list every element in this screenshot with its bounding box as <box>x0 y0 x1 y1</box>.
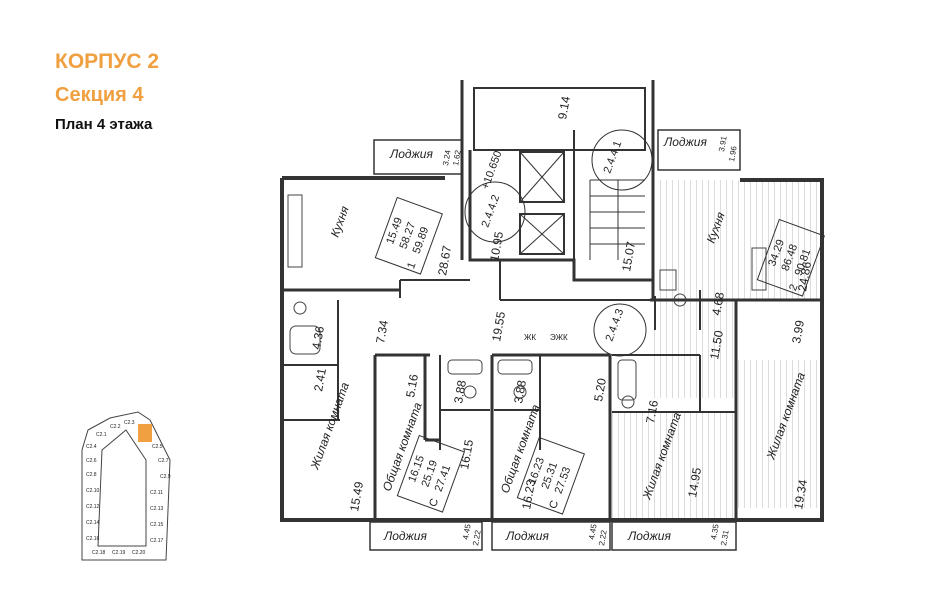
loggia-area: 4.45 <box>587 523 599 540</box>
stair-mark-2442: 2.4.4.2 <box>480 193 503 229</box>
area-label: 3.99 <box>789 319 807 345</box>
area-label: 2.41 <box>311 367 329 393</box>
area-label: 4.68 <box>709 291 727 317</box>
area-label: 5.16 <box>403 373 421 399</box>
svg-text:С2.17: С2.17 <box>150 538 164 544</box>
minimap-section-labels: С2.1 С2.2 С2.3 С2.4 С2.5 С2.6 С2.7 С2.8 … <box>86 420 171 556</box>
svg-text:С2.5: С2.5 <box>152 444 163 450</box>
stair-mark-2441: 2.4.4.1 <box>602 139 625 175</box>
svg-text:С2.18: С2.18 <box>92 550 106 556</box>
loggia-label: Лоджия <box>383 529 427 543</box>
apt-rooms: С <box>427 497 441 509</box>
area-label: 11.50 <box>707 329 726 360</box>
loggia-label: Лоджия <box>663 135 707 149</box>
area-label: 16.15 <box>457 438 476 470</box>
apartment-info-1: 1 15.49 58.27 59.89 <box>374 196 443 275</box>
area-label: 7.16 <box>643 399 661 425</box>
loggia-label: Лоджия <box>505 529 549 543</box>
svg-text:С2.13: С2.13 <box>150 506 164 512</box>
area-label: 5.20 <box>591 377 609 403</box>
area-label: 9.14 <box>555 95 573 121</box>
svg-text:С2.2: С2.2 <box>110 424 121 430</box>
area-label: 4.36 <box>309 325 327 351</box>
area-label: 19.55 <box>489 310 508 342</box>
apt-rooms: 1 <box>405 261 418 271</box>
current-section-highlight <box>138 424 152 442</box>
loggia-labels: Лоджия 3.24 1.62 Лоджия 3.91 1.96 Лоджия… <box>383 135 739 546</box>
svg-text:С2.6: С2.6 <box>86 458 97 464</box>
loggia-label: Лоджия <box>627 529 671 543</box>
area-label: 24.86 <box>795 260 814 292</box>
svg-text:С2.11: С2.11 <box>150 490 163 496</box>
area-label: 15.49 <box>347 480 366 512</box>
svg-text:С2.12: С2.12 <box>86 504 100 510</box>
stair-elevator-core <box>464 129 653 357</box>
floor-plan-title: План 4 этажа <box>55 116 153 133</box>
area-label: 7.34 <box>373 319 391 345</box>
svg-text:С2.19: С2.19 <box>112 550 126 556</box>
svg-text:С2.14: С2.14 <box>86 520 100 526</box>
svg-text:С2.10: С2.10 <box>86 488 100 494</box>
loggia-area: 3.91 <box>717 135 729 152</box>
area-label: 19.34 <box>791 478 810 510</box>
room-label-living-1: Жилая комната <box>307 380 352 472</box>
svg-text:С2.15: С2.15 <box>150 522 164 528</box>
room-label-kitchen-left: Кухня <box>328 204 352 239</box>
svg-text:С2.20: С2.20 <box>132 550 146 556</box>
area-label: 16.23 <box>519 478 538 510</box>
hatched-floor <box>612 180 822 520</box>
svg-text:С2.7: С2.7 <box>158 458 169 464</box>
loggia-area: 1.62 <box>451 149 463 166</box>
building-minimap[interactable] <box>81 411 171 561</box>
apt-rooms: 2 <box>787 283 800 293</box>
loggia-outlines <box>369 129 741 551</box>
area-label: 28.67 <box>435 244 454 276</box>
room-areas: 9.14 28.67 10.95 15.07 4.68 24.86 4.36 7… <box>309 95 814 513</box>
loggia-area: 1.96 <box>727 145 739 162</box>
building-title: КОРПУС 2 <box>55 50 159 73</box>
svg-text:С2.9: С2.9 <box>160 474 171 480</box>
area-label: 10.95 <box>487 230 506 262</box>
loggia-area: 3.24 <box>441 149 453 166</box>
elevation-mark: +10.650 <box>480 149 505 191</box>
area-label: 15.07 <box>619 240 638 272</box>
loggia-area: 2.22 <box>597 529 609 546</box>
shaft-label: ЖК <box>524 333 536 342</box>
svg-text:С2.4: С2.4 <box>86 444 97 450</box>
loggia-area: 4.35 <box>709 523 721 540</box>
svg-text:С2.3: С2.3 <box>124 420 135 426</box>
loggia-area: 2.22 <box>471 529 483 546</box>
shaft-label: ЭЖК <box>550 333 568 342</box>
svg-text:С2.16: С2.16 <box>86 536 100 542</box>
svg-text:С2.8: С2.8 <box>86 472 97 478</box>
area-label: 3.88 <box>511 379 529 405</box>
stair-mark-2443: 2.4.4.3 <box>604 307 627 343</box>
loggia-area: 4.45 <box>461 523 473 540</box>
loggia-area: 2.31 <box>719 529 731 546</box>
interior-walls <box>282 279 822 522</box>
svg-text:С2.1: С2.1 <box>96 432 107 438</box>
area-label: 3.88 <box>451 379 469 405</box>
loggia-label: Лоджия <box>389 147 433 161</box>
section-title: Секция 4 <box>55 84 144 106</box>
apt-rooms: С <box>547 499 561 511</box>
bathroom-fixtures <box>287 194 767 409</box>
area-label: 14.95 <box>685 466 704 498</box>
